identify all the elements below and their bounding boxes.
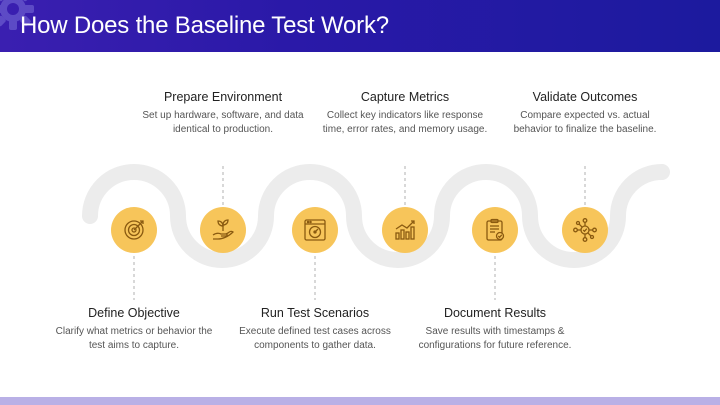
step-2-text: Prepare Environment Set up hardware, sof… (138, 90, 308, 137)
bottom-accent-bar (0, 397, 720, 405)
step-node-5 (472, 207, 518, 253)
step-2-title: Prepare Environment (163, 90, 283, 104)
step-1-description: Clarify what metrics or behavior the tes… (55, 326, 213, 351)
step-3-text: Run Test Scenarios Execute defined test … (230, 306, 400, 353)
step-5-title: Document Results (443, 306, 547, 320)
target-icon (124, 220, 144, 240)
step-2-description: Set up hardware, software, and data iden… (142, 110, 304, 135)
title-bar: How Does the Baseline Test Work? (0, 0, 720, 52)
gauge-window-icon (304, 219, 326, 241)
clipboard-check-icon (486, 218, 505, 241)
step-node-3 (292, 207, 338, 253)
step-4-text: Capture Metrics Collect key indicators l… (320, 90, 490, 137)
step-3-description: Execute defined test cases across compon… (239, 326, 391, 351)
network-check-icon (573, 218, 597, 242)
step-node-2 (200, 207, 246, 253)
step-node-6 (562, 207, 608, 253)
step-node-1 (111, 207, 157, 253)
plant-in-hand-icon (212, 219, 234, 240)
wave-path (82, 164, 670, 268)
gear-icon (0, 0, 34, 30)
bar-chart-icon (395, 220, 415, 240)
step-1-text: Define Objective Clarify what metrics or… (49, 306, 219, 353)
step-5-text: Document Results Save results with times… (410, 306, 580, 353)
step-6-text: Validate Outcomes Compare expected vs. a… (500, 90, 670, 137)
step-1-title: Define Objective (88, 306, 180, 320)
step-6-title: Validate Outcomes (532, 90, 638, 104)
page-title: How Does the Baseline Test Work? (20, 12, 389, 39)
step-4-description: Collect key indicators like response tim… (322, 110, 488, 135)
step-node-4 (382, 207, 428, 253)
step-5-description: Save results with timestamps & configura… (418, 326, 572, 351)
step-6-description: Compare expected vs. actual behavior to … (513, 110, 657, 135)
step-4-title: Capture Metrics (360, 90, 450, 104)
step-3-title: Run Test Scenarios (260, 306, 370, 320)
